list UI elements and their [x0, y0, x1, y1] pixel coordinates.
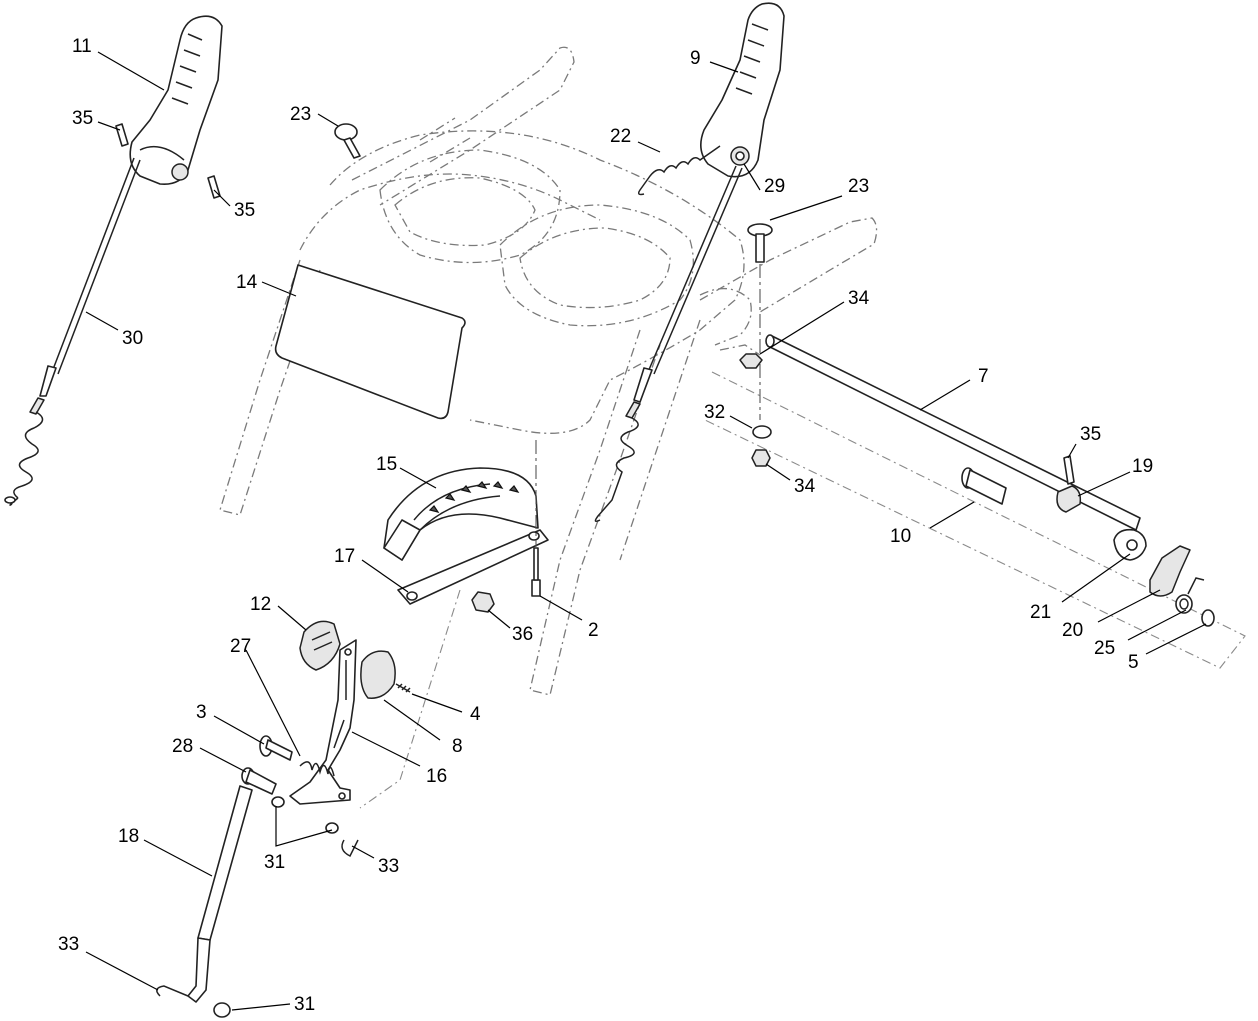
callout-35: 35: [1080, 424, 1101, 445]
part-33-cotter-b: [156, 985, 189, 997]
callout-5: 5: [1128, 652, 1139, 673]
callout-16: 16: [426, 766, 447, 787]
part-9-right-lever: [700, 2, 785, 178]
callout-36: 36: [512, 624, 533, 645]
part-20-shift-arm: [1149, 545, 1191, 597]
callout-19: 19: [1132, 456, 1153, 477]
part-31-washer-a: [271, 796, 285, 808]
part-2-bolt: [531, 547, 541, 597]
callout-17: 17: [334, 546, 355, 567]
callout-31: 31: [294, 994, 315, 1015]
callout-8: 8: [452, 736, 463, 757]
part-10-shoulder-bolt: [961, 467, 1007, 505]
callout-33: 33: [378, 856, 399, 877]
callout-27: 27: [230, 636, 251, 657]
part-22-spring: [637, 145, 721, 196]
callout-10: 10: [890, 526, 911, 547]
part-5-washer: [1201, 609, 1215, 627]
leader-lines: [85, 51, 1207, 1011]
part-32-washer: [752, 425, 772, 439]
callout-4: 4: [470, 704, 481, 725]
part-19-collar: [1056, 485, 1082, 513]
part-14-decal: [274, 264, 466, 420]
callout-15: 15: [376, 454, 397, 475]
callout-29: 29: [764, 176, 785, 197]
part-31-washer-c: [213, 1002, 231, 1018]
callout-14: 14: [236, 272, 258, 293]
part-27-spring: [299, 761, 335, 777]
callout-20: 20: [1062, 620, 1083, 641]
part-35-pin-c: [1063, 455, 1075, 485]
part-25-torsion-spring: [1175, 577, 1205, 614]
callout-23: 23: [848, 176, 869, 197]
callout-35: 35: [234, 200, 255, 221]
callout-labels: 11 35 35 23 9 22 29 23 14 30 34 7 32 34 …: [58, 36, 1153, 1015]
callout-28: 28: [172, 736, 193, 757]
part-15-shift-plate: [383, 467, 539, 561]
callout-35: 35: [72, 108, 93, 129]
callout-12: 12: [250, 594, 271, 615]
callout-3: 3: [196, 702, 207, 723]
part-23-pin-a: [334, 123, 361, 159]
part-36-nut: [471, 591, 495, 613]
callout-32: 32: [704, 402, 725, 423]
callout-7: 7: [978, 366, 989, 387]
callout-33: 33: [58, 934, 79, 955]
callout-31: 31: [264, 852, 285, 873]
callout-22: 22: [610, 126, 631, 147]
part-34-nut-b: [751, 449, 771, 467]
part-11-left-lever: [129, 15, 223, 186]
callout-18: 18: [118, 826, 139, 847]
callout-2: 2: [588, 620, 599, 641]
callout-9: 9: [690, 48, 701, 69]
callout-11: 11: [72, 36, 92, 57]
part-12-knob: [299, 620, 341, 671]
callout-30: 30: [122, 328, 143, 349]
part-34-nut-a: [739, 353, 763, 369]
part-18-shift-rod: [187, 785, 253, 1003]
part-35-pin-a: [115, 123, 129, 147]
part-29-right-cable: [594, 165, 743, 523]
part-4-screw: [395, 683, 411, 693]
part-23-pin-b: [747, 223, 773, 263]
callout-34: 34: [848, 288, 870, 309]
part-8-grip: [360, 650, 396, 699]
callout-21: 21: [1030, 602, 1051, 623]
part-17-bracket: [397, 529, 549, 605]
part-33-cotter-a: [341, 839, 359, 858]
callout-23: 23: [290, 104, 311, 125]
part-16-shift-lever: [289, 639, 357, 805]
callout-34: 34: [794, 476, 816, 497]
part-3-bolt: [259, 735, 293, 761]
part-30-left-cable: [4, 157, 141, 506]
callout-25: 25: [1094, 638, 1115, 659]
